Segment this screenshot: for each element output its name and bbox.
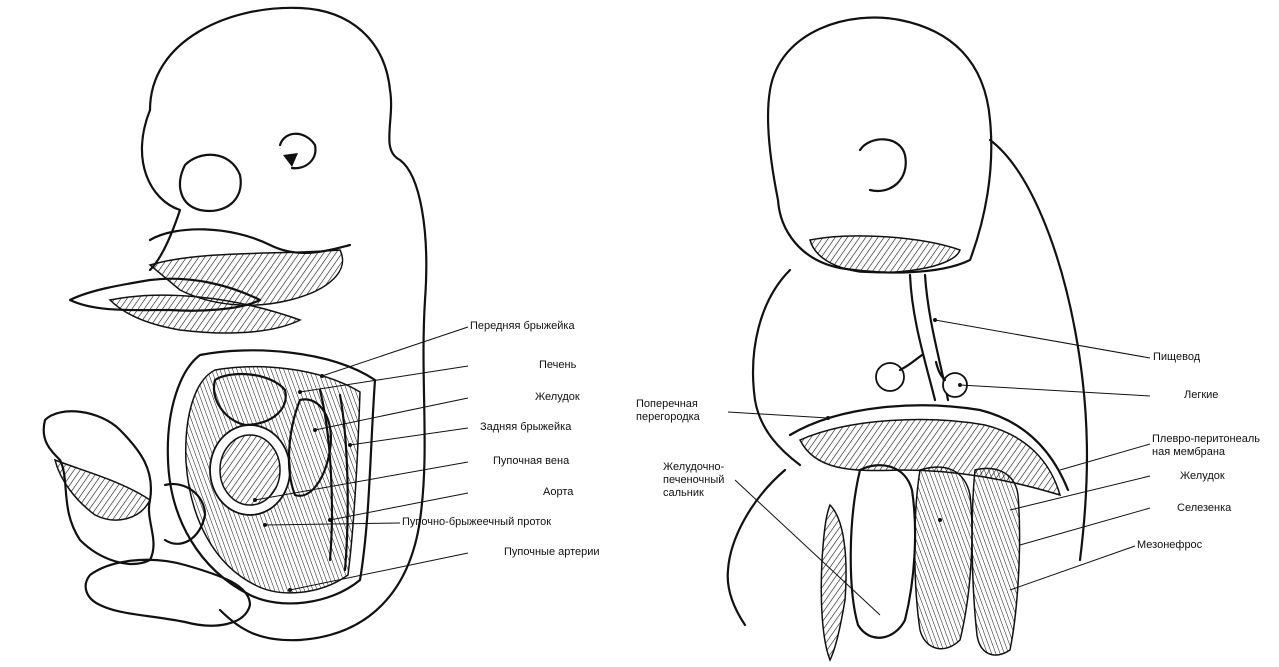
- label-septum-line2: перегородка: [636, 411, 700, 424]
- left-embryo-drawing: [44, 8, 427, 640]
- label-liver: Печень: [539, 359, 576, 372]
- label-omentum-line1: Желудочно-: [663, 461, 724, 474]
- label-anterior-mesentery: Передняя брыжейка: [470, 320, 575, 333]
- label-aorta: Аорта: [543, 486, 573, 499]
- label-stomach-right: Желудок: [1180, 470, 1225, 483]
- label-stomach-left: Желудок: [535, 391, 580, 404]
- label-vitelline-duct: Пупочно-брыжеечный проток: [402, 516, 551, 529]
- label-omentum-line3: сальник: [663, 487, 704, 500]
- label-posterior-mesentery: Задняя брыжейка: [480, 421, 571, 434]
- label-septum-line1: Поперечная: [636, 398, 698, 411]
- label-umbilical-vein: Пупочная вена: [493, 455, 569, 468]
- label-mesonephros: Мезонефрос: [1137, 539, 1202, 552]
- right-embryo-drawing: [728, 18, 1087, 660]
- label-esophagus: Пищевод: [1153, 351, 1200, 364]
- label-membrane-line2: ная мембрана: [1152, 446, 1225, 459]
- label-spleen: Селезенка: [1177, 502, 1231, 515]
- label-umbilical-arteries: Пупочные артерии: [504, 546, 600, 559]
- label-lungs: Легкие: [1184, 389, 1218, 402]
- label-membrane-line1: Плевро-перитонеаль: [1152, 433, 1260, 446]
- label-omentum-line2: печеночный: [663, 474, 724, 487]
